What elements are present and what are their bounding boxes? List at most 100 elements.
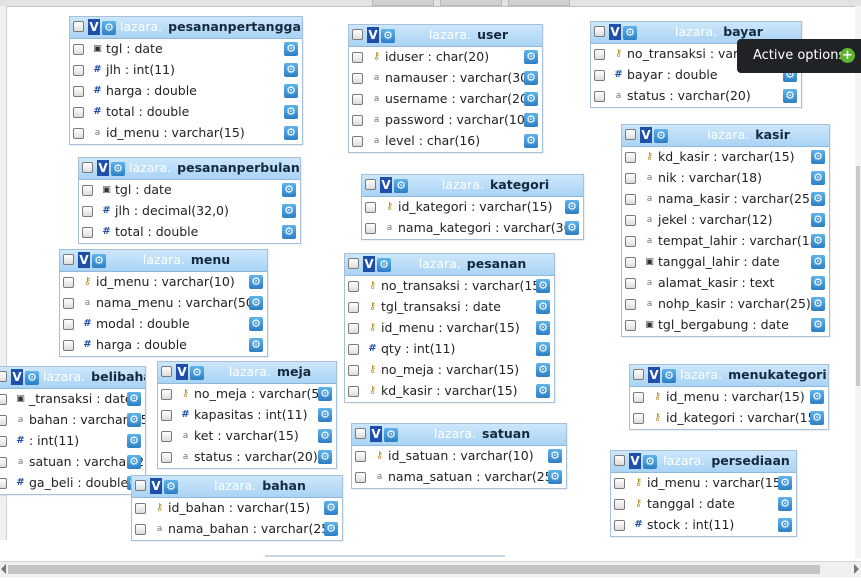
table-row[interactable]: id_kategori : varchar(15)⚙ <box>630 408 828 429</box>
toolbar-tab[interactable] <box>440 0 502 6</box>
table-row[interactable]: nama_bahan : varchar(25)⚙ <box>132 519 342 540</box>
gear-icon[interactable]: ⚙ <box>284 84 298 98</box>
checkbox-icon[interactable] <box>348 386 359 397</box>
gear-icon[interactable]: ⚙ <box>111 162 125 176</box>
gear-icon[interactable]: ⚙ <box>284 63 298 77</box>
gear-icon[interactable]: ⚙ <box>282 225 296 239</box>
table-header[interactable]: V⚙lazara.pesanan <box>345 254 554 276</box>
scrollbar-thumb[interactable] <box>8 565 820 574</box>
checkbox-icon[interactable] <box>625 152 636 163</box>
gear-icon[interactable]: ⚙ <box>318 450 332 464</box>
table-row[interactable]: id_menu : varchar(15)⚙ <box>70 123 302 144</box>
gear-icon[interactable]: ⚙ <box>811 150 825 164</box>
gear-icon[interactable]: ⚙ <box>524 92 538 106</box>
checkbox-icon[interactable] <box>614 455 625 466</box>
checkbox-icon[interactable] <box>63 340 74 351</box>
checkbox-icon[interactable] <box>63 319 74 330</box>
toolbar-tab[interactable] <box>372 0 434 6</box>
horizontal-scrollbar[interactable] <box>0 561 861 577</box>
table-row[interactable]: username : varchar(20)⚙ <box>349 89 542 110</box>
checkbox-icon[interactable] <box>352 29 363 40</box>
table-row[interactable]: kapasitas : int(11)⚙ <box>158 405 336 426</box>
toggle-columns-button[interactable]: V <box>88 19 100 35</box>
gear-icon[interactable]: ⚙ <box>394 179 408 193</box>
checkbox-icon[interactable] <box>82 206 93 217</box>
checkbox-icon[interactable] <box>355 428 366 439</box>
table-header[interactable]: V⚙lazara.user <box>349 25 542 47</box>
toggle-columns-button[interactable]: V <box>380 177 392 193</box>
checkbox-icon[interactable] <box>625 194 636 205</box>
checkbox-icon[interactable] <box>348 365 359 376</box>
gear-icon[interactable]: ⚙ <box>524 50 538 64</box>
gear-icon[interactable]: ⚙ <box>810 411 824 425</box>
checkbox-icon[interactable] <box>135 524 146 535</box>
checkbox-icon[interactable] <box>633 369 644 380</box>
checkbox-icon[interactable] <box>73 86 84 97</box>
gear-icon[interactable]: ⚙ <box>536 321 550 335</box>
gear-icon[interactable]: ⚙ <box>249 296 263 310</box>
table-satuan[interactable]: V⚙lazara.satuanid_satuan : varchar(10)⚙n… <box>351 423 567 489</box>
gear-icon[interactable]: ⚙ <box>318 408 332 422</box>
table-row[interactable]: tanggal_lahir : date⚙ <box>622 252 829 273</box>
table-header[interactable]: V⚙lazara.bahan <box>132 476 342 498</box>
table-header[interactable]: V⚙lazara.pesananperbulan <box>79 158 300 180</box>
scrollbar-thumb[interactable] <box>856 166 860 386</box>
table-header[interactable]: V⚙lazara.kategori <box>362 175 583 197</box>
table-kasir[interactable]: V⚙lazara.kasirkd_kasir : varchar(15)⚙nik… <box>621 124 830 337</box>
checkbox-icon[interactable] <box>625 129 636 140</box>
table-row[interactable]: nohp_kasir : varchar(25)⚙ <box>622 294 829 315</box>
table-row[interactable]: tgl : date⚙ <box>70 39 302 60</box>
table-row[interactable]: nama_kategori : varchar(30)⚙ <box>362 218 583 239</box>
checkbox-icon[interactable] <box>0 478 7 489</box>
scroll-left-icon[interactable] <box>1 564 6 574</box>
gear-icon[interactable]: ⚙ <box>282 204 296 218</box>
table-user[interactable]: V⚙lazara.useriduser : char(20)⚙namauser … <box>348 24 543 153</box>
checkbox-icon[interactable] <box>355 472 366 483</box>
table-header[interactable]: V⚙lazara.bayar <box>591 22 801 44</box>
toggle-columns-button[interactable]: V <box>176 364 188 380</box>
gear-icon[interactable]: ⚙ <box>524 113 538 127</box>
checkbox-icon[interactable] <box>82 227 93 238</box>
gear-icon[interactable]: ⚙ <box>778 476 792 490</box>
checkbox-icon[interactable] <box>352 52 363 63</box>
gear-icon[interactable]: ⚙ <box>810 390 824 404</box>
scroll-right-icon[interactable] <box>854 564 859 574</box>
table-kategori[interactable]: V⚙lazara.kategoriid_kategori : varchar(1… <box>361 174 584 240</box>
table-row[interactable]: nik : varchar(18)⚙ <box>622 168 829 189</box>
gear-icon[interactable]: ⚙ <box>662 369 676 383</box>
checkbox-icon[interactable] <box>614 499 625 510</box>
table-row[interactable]: bahan : varchar(15)⚙ <box>0 410 145 431</box>
table-row[interactable]: id_menu : varchar(10)⚙ <box>60 272 267 293</box>
table-row[interactable]: no_meja : varchar(15)⚙ <box>345 360 554 381</box>
toggle-columns-button[interactable]: V <box>11 369 23 385</box>
table-row[interactable]: id_menu : varchar(15)⚙ <box>611 473 796 494</box>
checkbox-icon[interactable] <box>161 366 172 377</box>
checkbox-icon[interactable] <box>633 392 644 403</box>
gear-icon[interactable]: ⚙ <box>384 428 398 442</box>
checkbox-icon[interactable] <box>625 320 636 331</box>
gear-icon[interactable]: ⚙ <box>811 171 825 185</box>
gear-icon[interactable]: ⚙ <box>783 89 797 103</box>
gear-icon[interactable]: ⚙ <box>127 413 141 427</box>
table-row[interactable]: kd_kasir : varchar(15)⚙ <box>622 147 829 168</box>
gear-icon[interactable]: ⚙ <box>565 200 579 214</box>
table-pesananperbulan[interactable]: V⚙lazara.pesananperbulantgl : date⚙jlh :… <box>78 157 301 244</box>
toggle-columns-button[interactable]: V <box>370 426 382 442</box>
gear-icon[interactable]: ⚙ <box>643 455 657 469</box>
table-row[interactable]: total : double⚙ <box>79 222 300 243</box>
gear-icon[interactable]: ⚙ <box>524 71 538 85</box>
table-row[interactable]: harga : double⚙ <box>60 335 267 356</box>
table-row[interactable]: level : char(16)⚙ <box>349 131 542 152</box>
table-row[interactable]: jlh : int(11)⚙ <box>70 60 302 81</box>
table-pesananpertanggal[interactable]: V⚙lazara.pesananpertanggaltgl : date⚙jlh… <box>69 16 303 145</box>
table-row[interactable]: tanggal : date⚙ <box>611 494 796 515</box>
table-row[interactable]: id_bahan : varchar(15)⚙ <box>132 498 342 519</box>
gear-icon[interactable]: ⚙ <box>536 342 550 356</box>
gear-icon[interactable]: ⚙ <box>127 455 141 469</box>
table-row[interactable]: tgl : date⚙ <box>79 180 300 201</box>
table-header[interactable]: V⚙lazara.menukategori <box>630 365 828 387</box>
table-row[interactable]: password : varchar(10)⚙ <box>349 110 542 131</box>
table-row[interactable]: jlh : decimal(32,0)⚙ <box>79 201 300 222</box>
toggle-columns-button[interactable]: V <box>629 453 641 469</box>
table-row[interactable]: nama_satuan : varchar(25)⚙ <box>352 467 566 488</box>
